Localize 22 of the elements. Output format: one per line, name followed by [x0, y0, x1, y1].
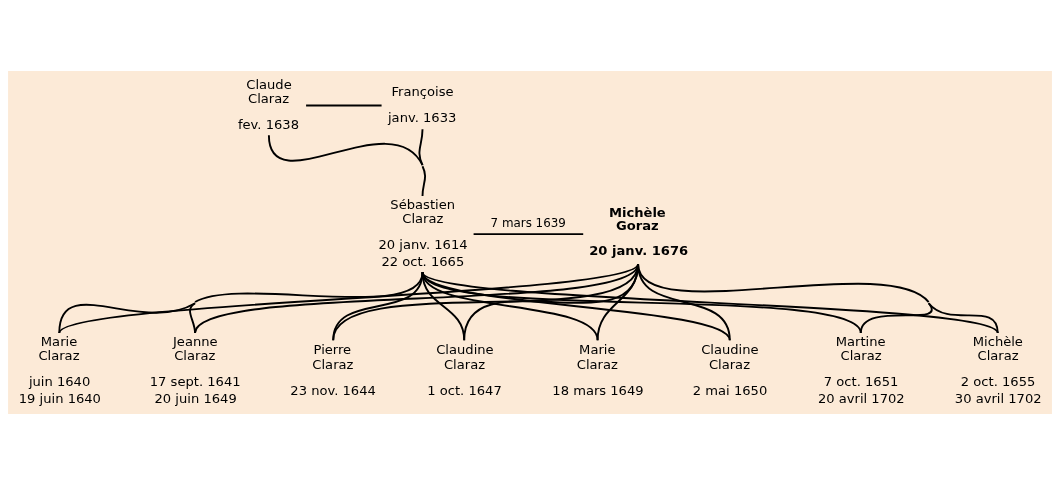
node-text: Marie Claraz juin 1640 19 juin 1640 [18, 333, 101, 407]
connector [637, 263, 933, 334]
connector [421, 271, 862, 334]
node-text: Martine Claraz 7 oct. 1651 20 avril 1702 [817, 333, 905, 407]
node-text: Marie Claraz 18 mars 1649 [552, 342, 644, 398]
node-text: Claudine Claraz 2 mai 1650 [692, 342, 768, 398]
connector [267, 134, 427, 197]
connector [472, 233, 585, 236]
node-text: Jeanne Claraz 17 sept. 1641 20 juin 1649 [149, 333, 241, 407]
node-text: Claude Claraz fev. 1638 [237, 76, 299, 133]
connector [927, 302, 999, 334]
node-text: Claudine Claraz 1 oct. 1647 [427, 342, 502, 398]
connector [421, 271, 999, 334]
edge-label: 7 mars 1639 [490, 216, 566, 231]
connector [58, 263, 640, 334]
connector [418, 128, 424, 167]
connector [305, 104, 383, 107]
node-text: Michèle Goraz 20 janv. 1676 [589, 205, 689, 259]
node-text: Pierre Claraz 23 nov. 1644 [290, 342, 376, 398]
node-text: Michèle Claraz 2 oct. 1655 30 avril 1702 [954, 333, 1042, 407]
node-text: Françoise janv. 1633 [387, 83, 457, 125]
node-text: Sébastien Claraz 20 janv. 1614 22 oct. 1665 [378, 196, 468, 270]
